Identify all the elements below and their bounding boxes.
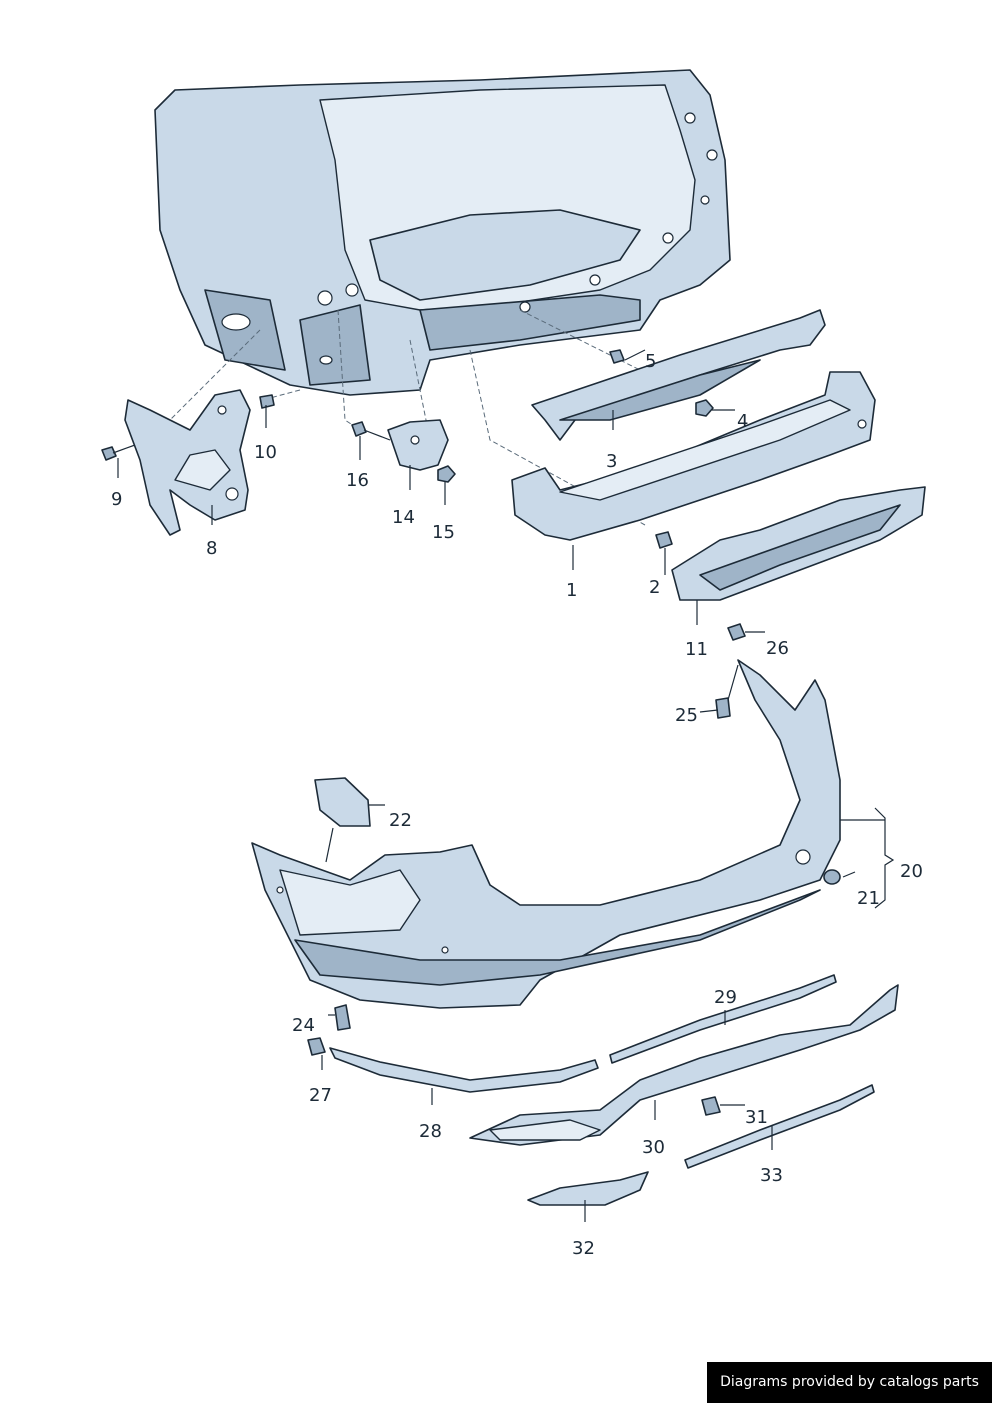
callout-33: 33 xyxy=(760,1165,783,1186)
callout-32: 32 xyxy=(572,1238,595,1259)
callout-4: 4 xyxy=(737,411,748,432)
screw-16 xyxy=(351,421,391,441)
lower-trim-28 xyxy=(329,1047,599,1093)
callout-11: 11 xyxy=(685,639,708,660)
clip-31 xyxy=(701,1096,721,1116)
diffuser-30 xyxy=(469,984,899,1146)
side-mounting-bracket xyxy=(124,389,251,536)
clip-26 xyxy=(727,623,746,641)
callout-22: 22 xyxy=(389,810,412,831)
callout-21: 21 xyxy=(857,888,880,909)
callout-26: 26 xyxy=(766,638,789,659)
screw-25 xyxy=(715,664,739,719)
rear-body-shell xyxy=(154,69,731,396)
callout-29: 29 xyxy=(714,987,737,1008)
callout-31: 31 xyxy=(745,1107,768,1128)
callout-15: 15 xyxy=(432,522,455,543)
bracket-20 xyxy=(840,807,895,909)
small-bracket xyxy=(387,419,449,471)
callout-16: 16 xyxy=(346,470,369,491)
callout-10: 10 xyxy=(254,442,277,463)
callout-1: 1 xyxy=(566,580,577,601)
impact-absorber xyxy=(671,486,926,601)
callout-leaders xyxy=(117,349,856,1222)
screw-2 xyxy=(655,531,673,549)
callout-14: 14 xyxy=(392,507,415,528)
bumper-reinforcement-beam xyxy=(511,371,876,541)
callout-labels: 1 2 3 4 5 8 9 10 11 14 15 16 20 21 22 24… xyxy=(111,351,923,1259)
callout-25: 25 xyxy=(675,705,698,726)
trim-strip-33 xyxy=(684,1084,875,1169)
screw-5 xyxy=(609,349,625,364)
nut-4 xyxy=(695,399,714,417)
callout-2: 2 xyxy=(649,577,660,598)
clip-27 xyxy=(307,1037,326,1056)
attribution-banner: Diagrams provided by catalogs parts xyxy=(707,1362,992,1403)
callout-5: 5 xyxy=(645,351,656,372)
screw-24 xyxy=(334,1004,351,1031)
screw-9 xyxy=(101,444,136,461)
callout-27: 27 xyxy=(309,1085,332,1106)
reflector-frame-32 xyxy=(527,1171,649,1206)
trim-strip-29 xyxy=(609,974,837,1064)
callout-24: 24 xyxy=(292,1015,315,1036)
callout-28: 28 xyxy=(419,1121,442,1142)
callout-8: 8 xyxy=(206,538,217,559)
tow-hook-cover xyxy=(314,777,371,827)
callout-3: 3 xyxy=(606,451,617,472)
screw-10 xyxy=(259,394,275,409)
rear-bumper-cover xyxy=(251,659,841,1009)
sensor-cap-21 xyxy=(823,869,841,885)
callout-20: 20 xyxy=(900,861,923,882)
callout-9: 9 xyxy=(111,489,122,510)
callout-30: 30 xyxy=(642,1137,665,1158)
nut-15 xyxy=(437,465,456,483)
upper-trim-carrier xyxy=(531,309,826,441)
